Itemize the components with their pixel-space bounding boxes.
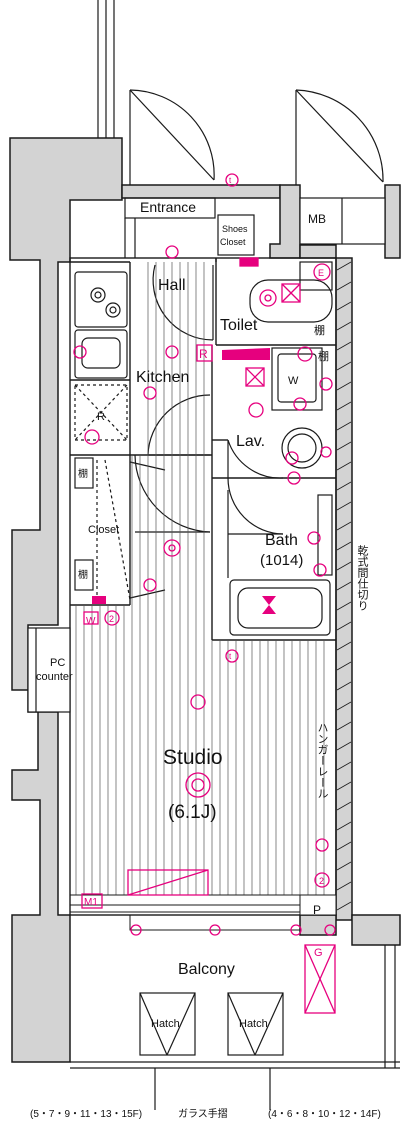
room-labels: Entrance Shoes Closet MB Hall Toilet Kit… [36,199,326,1030]
lav-label: Lav. [236,433,265,450]
floor-planks [75,262,325,895]
hanger-rail-label: ハンガーレール [316,722,329,799]
handrail-label: ガラス手摺 [178,1107,228,1120]
bath-size-label: (1014) [260,552,303,569]
closet-label: Closet [88,524,119,536]
shoes-closet-label-line1: Shoes [222,224,248,234]
m1-label: M1 [84,897,98,908]
shelf-label-washer: 棚 [318,349,329,363]
shelf-label-toilet: 棚 [314,323,325,337]
mb-box [299,197,386,245]
w2-label: W [86,616,96,627]
shelf-label-closet-top: 棚 [78,467,88,480]
bathtub [227,490,333,636]
entrance-label: Entrance [140,199,196,215]
floors-left-label: (5・7・9・11・13・15F) [30,1109,142,1120]
toilet-fixture [249,261,333,323]
pc-counter-label-line1: PC [50,657,65,669]
entrance-area [124,197,255,258]
structural-walls [9,137,401,1063]
studio-label: Studio [163,746,223,769]
pipe-space-label: P [313,903,321,917]
hatch-right-label: Hatch [239,1018,268,1030]
annotations: 乾式間仕切り ハンガーレール ガラス手摺 (5・7・9・11・13・15F) (… [30,545,381,1120]
e-mark-label: E [318,268,324,278]
washer-label: W [288,375,299,387]
shelf-label-closet-bottom: 棚 [78,568,88,581]
electrical-fixtures [73,173,336,1014]
partition-hatch [336,261,352,911]
partition-right-label: 乾式間仕切り [356,545,369,611]
magenta-solid-marks [92,348,276,614]
closet [74,457,166,601]
range-hood-label: R [199,347,208,361]
fixture-labels: R R W 棚 棚 棚 棚 P G M1 W 2 2 E t t [78,176,329,959]
pc-counter [27,627,71,713]
studio-size-label: (6.1J) [168,802,217,823]
gas-meter-label: G [314,947,323,959]
hall-label: Hall [158,277,186,294]
t-mark-label-studio: t [229,652,232,661]
doors [97,0,384,535]
hatch-left-label: Hatch [151,1018,180,1030]
t-mark-label-top: t [229,176,232,185]
kitchen-label: Kitchen [136,369,189,386]
kitchen-fixtures [74,271,128,441]
balcony [70,945,400,1110]
shoes-closet-label-line2: Closet [220,237,246,247]
bath-label: Bath [265,532,298,549]
mb-label: MB [308,212,326,226]
balcony-label: Balcony [178,961,235,978]
toilet-label: Toilet [220,317,258,334]
refrigerator-label: R [97,411,105,423]
floors-right-label: (4・6・8・10・12・14F) [268,1109,381,1120]
lavatory-basin [281,427,323,469]
circle-two-label-right: 2 [319,876,324,886]
circle-two-label-left: 2 [109,614,114,624]
pc-counter-label-line2: counter [36,671,73,683]
